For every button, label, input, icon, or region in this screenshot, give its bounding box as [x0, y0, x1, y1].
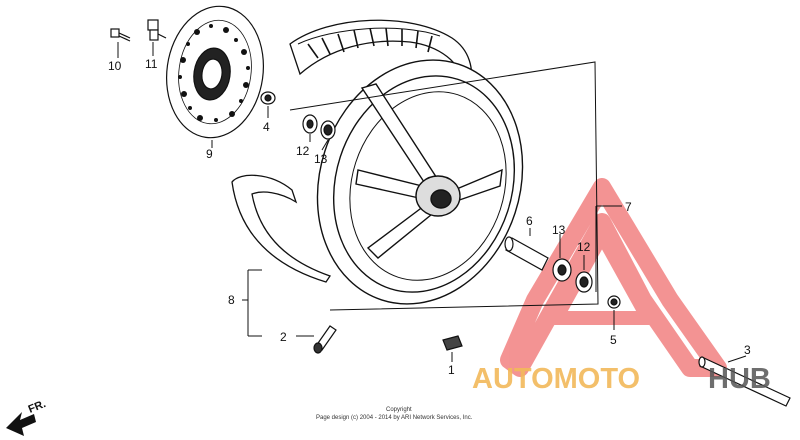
tire-valve-2: [313, 325, 337, 354]
side-collar-5: [607, 295, 621, 309]
watermark-text-automoto: AUTOMOTO: [472, 363, 640, 395]
direction-label: FR.: [27, 398, 48, 416]
front-direction-arrow: FR.: [6, 398, 48, 436]
disc-bolt-11: [147, 19, 167, 41]
bearing-12-right: [575, 271, 593, 293]
callout-4: 4: [263, 120, 270, 134]
balance-weight-1: [442, 335, 463, 351]
callout-3: 3: [744, 343, 751, 357]
watermark-text-hub: HUB: [708, 363, 771, 395]
copyright-line-1: Copyright: [386, 407, 412, 413]
callout-10: 10: [108, 59, 122, 73]
leader-lines: [117, 42, 747, 363]
watermark-logo: AUTOMOTO HUB: [472, 363, 771, 395]
callout-7: 7: [625, 200, 632, 214]
callout-5: 5: [610, 333, 617, 347]
callout-9: 9: [206, 147, 213, 161]
disc-bolt-10: [110, 28, 131, 42]
callout-6: 6: [526, 214, 533, 228]
callout-13-left: 13: [314, 152, 328, 166]
callout-12-left: 12: [296, 144, 310, 158]
callout-1: 1: [448, 363, 455, 377]
callout-12-right: 12: [577, 240, 591, 254]
callout-8: 8: [228, 293, 235, 307]
wheel: [316, 59, 524, 305]
side-collar-4: [260, 91, 276, 105]
front-axle-3: [698, 356, 791, 407]
dust-seal-13-left: [320, 120, 336, 140]
brake-disc: [165, 5, 265, 139]
arrow-icon: [6, 412, 36, 436]
bearing-12-left: [302, 114, 318, 134]
callout-13-right: 13: [552, 223, 566, 237]
tire: [231, 19, 473, 283]
copyright-line-2: Page design (c) 2004 - 2014 by ARI Netwo…: [316, 415, 473, 421]
callouts: 1 2 3 4 5 6 7 8 9 10 11 12 13 13 12: [108, 57, 751, 377]
distance-collar-6: [504, 236, 549, 271]
callout-11: 11: [145, 57, 158, 71]
callout-2: 2: [280, 330, 287, 344]
dust-seal-13-right: [552, 258, 572, 282]
